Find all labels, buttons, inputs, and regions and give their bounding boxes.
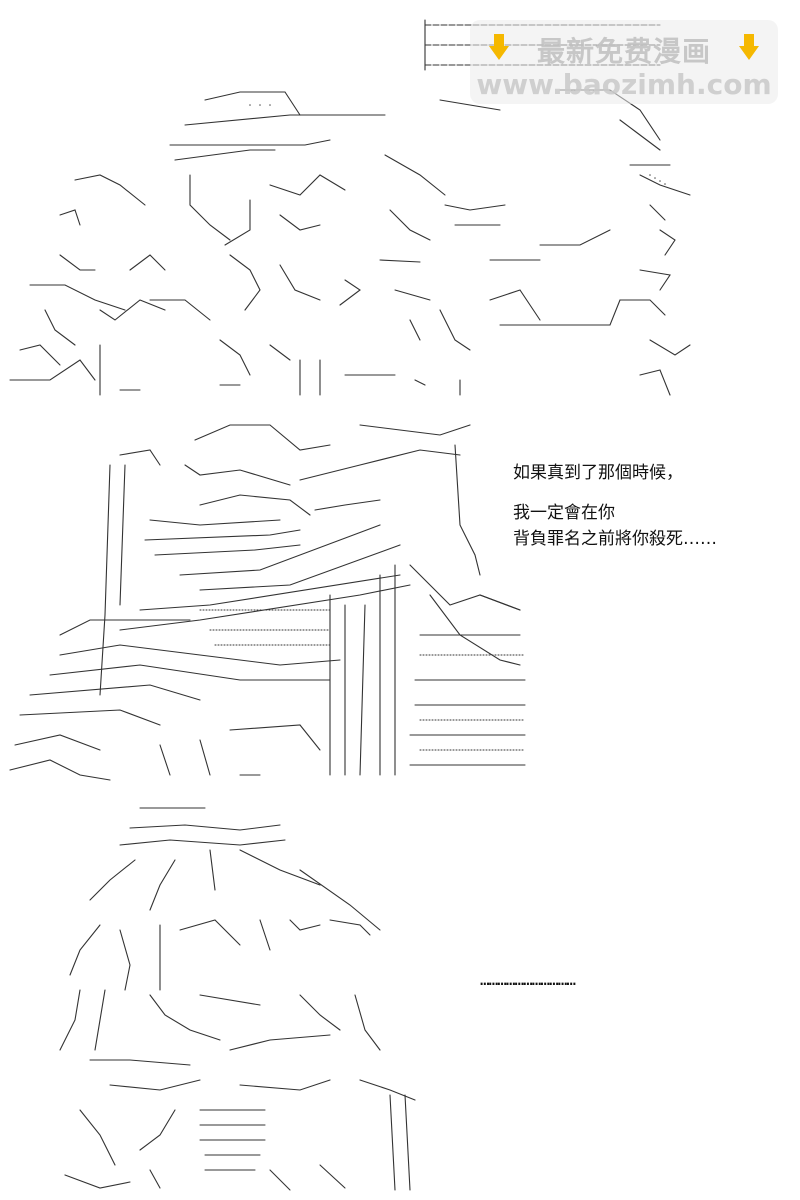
center-character (379, 99, 506, 396)
dragon-girl-figure (9, 424, 526, 781)
panel-dragon-closeup: 如果真到了那個時候， 我一定會在你 背負罪名之前將你殺死…… (0, 405, 800, 790)
panel-shadowed-girl: …………………………… (0, 790, 800, 1200)
right-character (489, 89, 691, 396)
dialogue-line-1: 如果真到了那個時候， (513, 463, 683, 483)
pointing-down-hand-icon (739, 34, 759, 60)
dialogue-ellipsis: …………………………… (480, 970, 576, 989)
small-character (9, 174, 166, 396)
ascii-art-group-scene (9, 19, 691, 396)
ascii-shading (199, 609, 526, 751)
panel-group-scene: 最新免费漫画 www.baozimh.com (0, 0, 800, 405)
ascii-art-dragon-girl-closeup (9, 424, 526, 781)
ascii-dots (249, 104, 666, 185)
dialogue-speech: 如果真到了那個時候， 我一定會在你 背負罪名之前將你殺死…… (513, 460, 717, 552)
left-character (149, 91, 396, 396)
watermark-title: 最新免费漫画 (536, 35, 711, 68)
pointing-down-hand-icon (489, 34, 509, 60)
dialogue-line-3: 背負罪名之前將你殺死…… (513, 529, 717, 549)
watermark: 最新免费漫画 www.baozimh.com (470, 20, 778, 104)
watermark-url: www.baozimh.com (476, 68, 772, 101)
dialogue-line-2: 我一定會在你 (513, 503, 615, 523)
shadowed-girl-figure (59, 807, 416, 1191)
ascii-art-shadowed-girl (59, 807, 416, 1191)
